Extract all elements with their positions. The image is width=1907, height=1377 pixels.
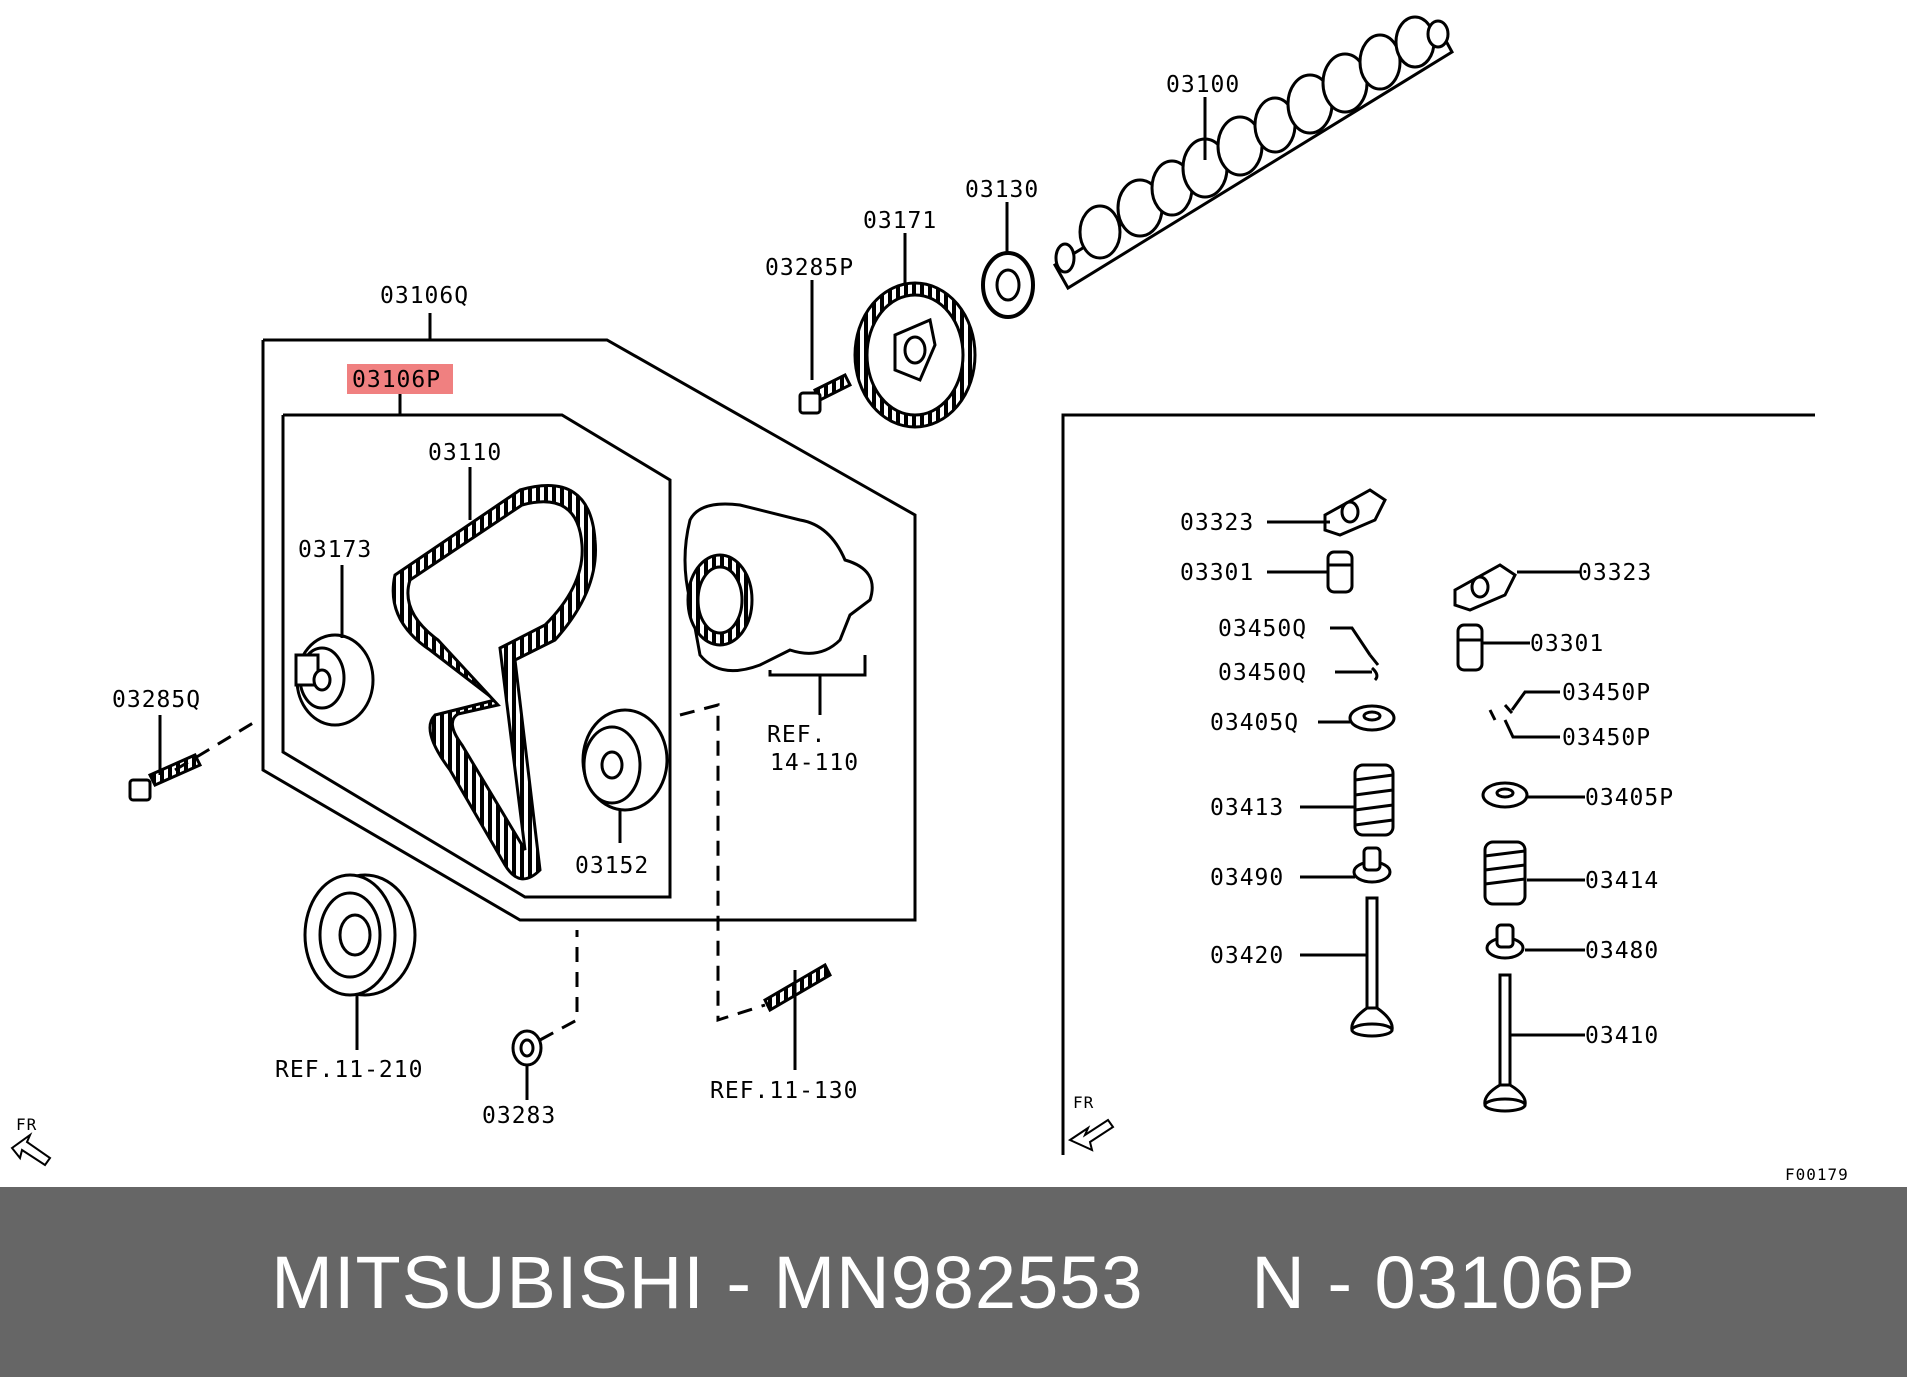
camshaft-sprocket <box>853 281 977 429</box>
label-belt: 03110 <box>428 440 502 466</box>
stem-seal-right <box>1485 923 1525 960</box>
kit-outline-outer <box>261 338 917 922</box>
tensioner-bolt <box>128 753 203 802</box>
stem-seal-left <box>1352 846 1392 884</box>
label-spring-left: 03413 <box>1210 795 1284 821</box>
label-retainer-p: 03405P <box>1585 785 1674 811</box>
label-figure-code: F00179 <box>1785 1165 1849 1184</box>
label-fr-right: FR <box>1073 1093 1094 1112</box>
spring-retainer-left <box>1348 704 1396 732</box>
valve-left <box>1350 896 1394 1038</box>
label-tensioner-bolt: 03285Q <box>112 687 201 713</box>
idler-pulley <box>581 708 669 812</box>
valve-spring-left <box>1353 763 1395 837</box>
label-nut: 03283 <box>482 1103 556 1129</box>
valvetrain-frame <box>1061 413 1815 1155</box>
label-adjuster-right: 03301 <box>1530 631 1604 657</box>
valve-right <box>1483 973 1527 1113</box>
label-valve-right: 03410 <box>1585 1023 1659 1049</box>
parts-diagram: 03100 03130 03171 03285P 03106Q 03106P 0… <box>10 15 1849 1184</box>
label-water-pump-ref-1: REF. <box>767 722 826 748</box>
valve-cotters-left <box>1368 654 1380 682</box>
valve-spring-right <box>1483 840 1527 906</box>
label-stud-ref: REF.11-130 <box>710 1078 858 1104</box>
sprocket-bolt <box>798 372 853 415</box>
lash-adjuster-left <box>1326 550 1354 594</box>
fr-arrow-left-icon <box>10 1132 52 1167</box>
label-seal: 03130 <box>965 177 1039 203</box>
label-tensioner: 03173 <box>298 537 372 563</box>
label-kit-inner: 03106P <box>352 367 441 393</box>
nut <box>511 1029 543 1067</box>
kit-outline-inner <box>281 413 672 899</box>
label-valve-left: 03420 <box>1210 943 1284 969</box>
crankshaft-pulley <box>303 873 417 997</box>
label-sprocket: 03171 <box>863 208 937 234</box>
label-cotter-p2: 03450P <box>1562 725 1651 751</box>
label-idler: 03152 <box>575 853 649 879</box>
label-water-pump-ref-2: 14-110 <box>770 750 859 776</box>
label-stem-seal-right: 03480 <box>1585 938 1659 964</box>
footer-bar: MITSUBISHI - MN982553 N - 03106P <box>0 1187 1907 1377</box>
label-crank-pulley-ref: REF.11-210 <box>275 1057 423 1083</box>
label-rocker-left: 03323 <box>1180 510 1254 536</box>
label-cotter-p1: 03450P <box>1562 680 1651 706</box>
label-kit-outer: 03106Q <box>380 283 469 309</box>
label-stem-seal-left: 03490 <box>1210 865 1284 891</box>
timing-belt <box>391 484 597 881</box>
valve-cotters-right <box>1488 704 1514 721</box>
rocker-arm-right <box>1453 563 1517 612</box>
label-cotter-q2: 03450Q <box>1218 660 1307 686</box>
camshaft-seal <box>981 251 1035 319</box>
label-camshaft: 03100 <box>1166 72 1240 98</box>
tensioner-pulley <box>294 633 375 727</box>
camshaft <box>1052 15 1454 291</box>
label-retainer-q: 03405Q <box>1210 710 1299 736</box>
label-spring-right: 03414 <box>1585 868 1659 894</box>
highlight-box <box>347 364 453 394</box>
label-cotter-q1: 03450Q <box>1218 616 1307 642</box>
spring-retainer-right <box>1481 781 1529 809</box>
rocker-arm-left <box>1323 488 1387 537</box>
label-fr-left: FR <box>16 1115 37 1134</box>
label-adjuster-left: 03301 <box>1180 560 1254 586</box>
label-rocker-right: 03323 <box>1578 560 1652 586</box>
stud <box>763 962 832 1013</box>
fr-arrow-right-icon <box>1067 1118 1115 1152</box>
label-sprocket-bolt: 03285P <box>765 255 854 281</box>
footer-text: MITSUBISHI - MN982553 N - 03106P <box>271 1240 1636 1324</box>
lash-adjuster-right <box>1456 623 1484 672</box>
water-pump <box>683 502 874 673</box>
